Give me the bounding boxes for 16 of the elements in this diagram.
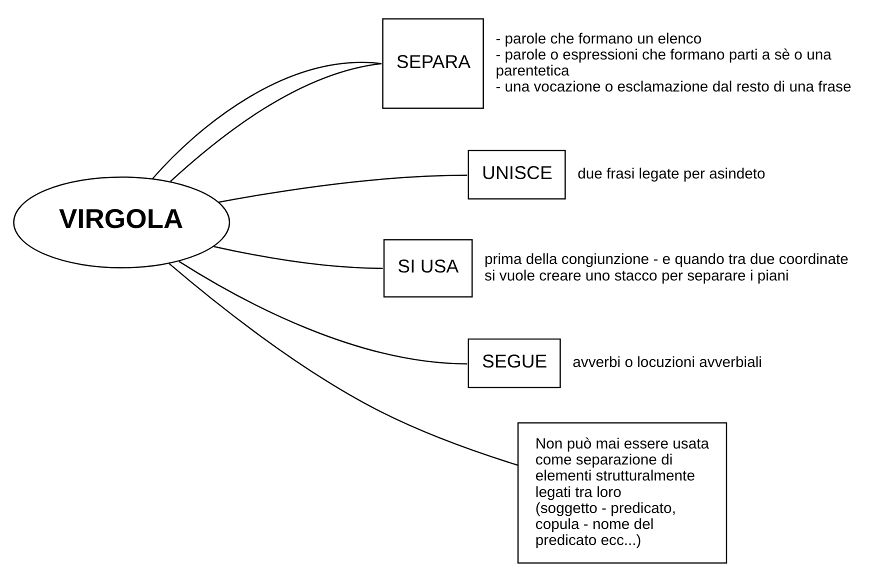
node-box: Non può mai essere usata come separazione di elementi strutturalmente legati tra loro (soggetto - predicato, copula - nome del predicato ecc...) bbox=[517, 422, 728, 564]
node-ellipse: VIRGOLA bbox=[13, 176, 230, 268]
connector bbox=[218, 174, 468, 203]
node-label: - parole o espressioni che formano parti a sè o una parentetica bbox=[496, 47, 832, 80]
connector bbox=[168, 263, 518, 466]
connector bbox=[178, 260, 468, 364]
node-box: UNISCE bbox=[468, 150, 566, 200]
node-label: - una vocazione o esclamazione dal resto di una frase bbox=[496, 80, 852, 96]
node-box: SEPARA bbox=[382, 18, 484, 109]
node-label: prima della congiunzione - e quando tra due coordinate si vuole creare uno stacco per separare i piani bbox=[484, 252, 848, 284]
node-label: avverbi o locuzioni avverbiali bbox=[572, 355, 762, 372]
node-label: due frasi legate per asindeto bbox=[578, 166, 766, 182]
connector bbox=[213, 246, 383, 269]
node-box: SEGUE bbox=[468, 338, 561, 388]
node-box: SI USA bbox=[383, 239, 473, 298]
node-label: - parole che formano un elenco bbox=[496, 31, 702, 48]
